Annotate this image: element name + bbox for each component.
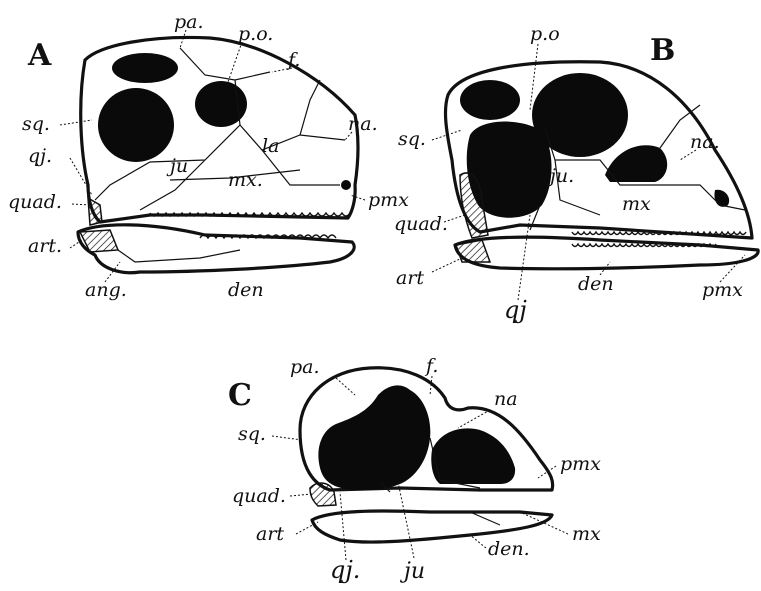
panel-a-label-qj: qj.	[28, 145, 52, 167]
panel-a-label-sq: sq.	[22, 113, 50, 135]
panel-a-lower-temporal-opening	[98, 88, 174, 162]
panel-c-label-sq: sq.	[238, 423, 266, 445]
panel-a-label-po: p.o.	[238, 23, 273, 45]
panel-c-antorbital-opening	[431, 428, 515, 484]
panel-c-temporal-opening	[318, 385, 430, 490]
panel-a-lower-jaw	[78, 225, 354, 273]
panel-b-label-pmx: pmx	[702, 279, 743, 301]
panel-a-letter: A	[27, 38, 52, 73]
panel-a-label-na: na.	[348, 113, 378, 135]
panel-a-label-pa: pa.	[174, 11, 204, 33]
panel-a-label-mx: mx.	[228, 169, 263, 191]
panel-b-skull	[445, 62, 758, 269]
panel-a-skull	[78, 37, 358, 272]
panel-a-label-pmx: pmx	[368, 189, 409, 211]
panel-c-label-quad: quad.	[232, 485, 286, 507]
panel-a-label-la: la	[262, 135, 279, 157]
panel-a-label-art: art.	[28, 235, 62, 257]
panel-b-letter: B	[650, 33, 675, 68]
panel-b-antorbital-opening	[605, 145, 667, 182]
panel-b-label-den: den	[578, 273, 614, 295]
panel-c-label-den: den.	[488, 538, 530, 560]
panel-c-label-f: f.	[424, 355, 438, 377]
panel-b-orbit	[532, 73, 628, 157]
panel-c-label-ju: ju	[399, 559, 425, 584]
panel-c-label-qj: qj.	[330, 556, 360, 584]
panel-c-letter: C	[228, 378, 252, 413]
panel-b-label-ju: ju.	[546, 165, 574, 187]
panel-a-nostril	[341, 180, 351, 190]
panel-a-upper-temporal-opening	[112, 53, 178, 83]
panel-b-label-qj: qj	[504, 296, 527, 324]
panel-b-lower-jaw	[455, 237, 758, 269]
panel-b-label-na: na.	[690, 131, 720, 153]
panel-c-label-mx: mx	[572, 523, 601, 545]
panel-c-label-pa: pa.	[290, 356, 320, 378]
panel-c-label-pmx: pmx	[560, 453, 601, 475]
panel-c-label-na: na	[494, 388, 518, 410]
panel-a-jaw-suture	[118, 250, 240, 262]
panel-b-nostril	[714, 190, 729, 207]
panel-a-label-den: den	[228, 279, 264, 301]
panel-a-label-ju: ju	[166, 155, 188, 177]
panel-b-label-art: art	[396, 267, 424, 289]
panel-b-label-sq: sq.	[398, 128, 426, 150]
panel-b-label-quad: quad.	[394, 213, 448, 235]
panel-a-label-ang: ang.	[85, 279, 127, 301]
panel-a-quadrate-hatch	[88, 198, 102, 225]
panel-b-label-po: p.o	[530, 23, 560, 45]
panel-a-label-quad: quad.	[8, 191, 62, 213]
panel-b-articular-hatch	[456, 240, 490, 262]
panel-b-upper-temporal-opening	[460, 80, 520, 120]
panel-b-label-mx: mx	[622, 193, 651, 215]
panel-c-quadrate-hatch	[310, 483, 336, 506]
panel-c-label-art: art	[256, 523, 284, 545]
panel-a-label-f: f.	[286, 49, 300, 71]
